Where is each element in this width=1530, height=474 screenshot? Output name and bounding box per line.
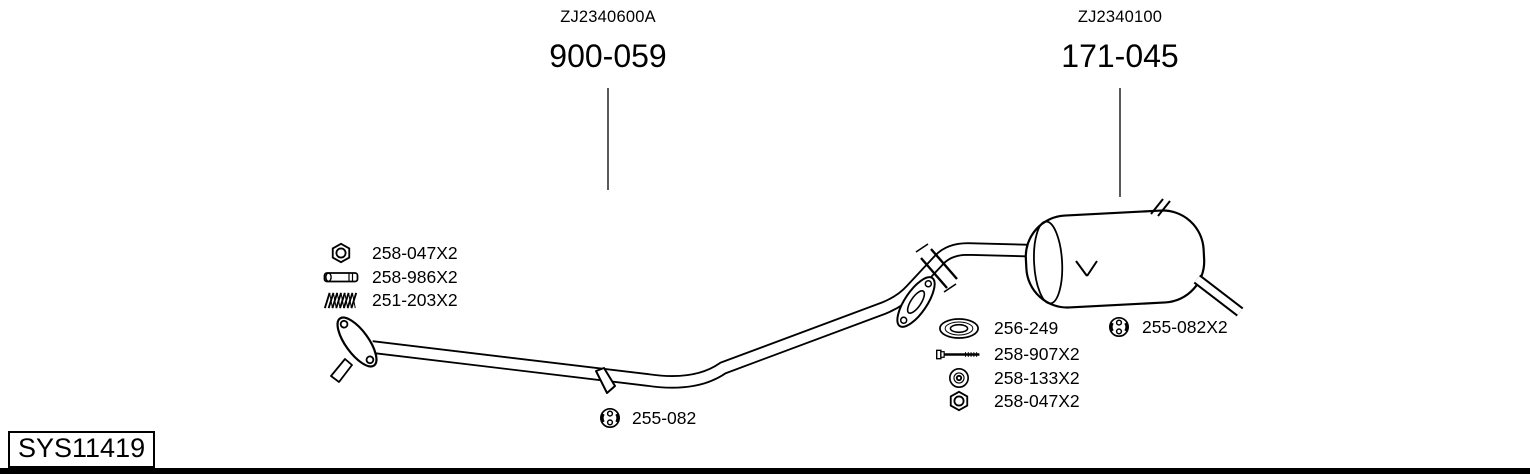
part-row-spring: 251-203X2 (318, 288, 458, 312)
assembly-rear: ZJ2340100 171-045 (1000, 8, 1240, 73)
gasket-icon (938, 317, 980, 340)
pipe-hanger-bracket (595, 367, 616, 394)
clamp-icon (1108, 316, 1130, 338)
part-number-label: 255-082X2 (1142, 316, 1228, 337)
part-number-label: 251-203X2 (372, 289, 458, 310)
assembly-front-code: ZJ2340600A (560, 8, 656, 26)
icon-box (1104, 316, 1134, 338)
part-number-label: 258-047X2 (372, 242, 458, 263)
part-number-label: 258-907X2 (994, 343, 1080, 364)
part-row-rear-hanger: 255-082X2 (1104, 315, 1228, 339)
bottom-bar (0, 468, 1530, 474)
part-row-nut-front: 258-047X2 (318, 241, 458, 265)
assembly-rear-code: ZJ2340100 (1077, 8, 1163, 26)
pin-icon (323, 269, 359, 285)
assembly-rear-number: 171-045 (1061, 38, 1179, 74)
icon-box (318, 269, 364, 285)
part-row-gasket: 256-249 (932, 316, 1058, 340)
part-row-bolt: 258-907X2 (932, 342, 1080, 366)
icon-box (932, 367, 986, 389)
icon-box (318, 242, 364, 264)
nut-icon (330, 242, 352, 264)
spring-icon (322, 290, 360, 311)
front-pipe-fill (371, 244, 1046, 387)
assembly-front-number: 900-059 (549, 38, 667, 74)
assembly-front: ZJ2340600A 900-059 (488, 8, 728, 73)
muffler (1024, 209, 1206, 309)
system-id-box: SYS11419 (8, 431, 156, 468)
part-row-center-hanger: 255-082 (596, 406, 696, 430)
joint-flange (915, 243, 958, 293)
icon-box (596, 407, 624, 429)
part-row-nut-rear: 258-047X2 (932, 389, 1080, 413)
tailpipe-fill (1194, 276, 1243, 315)
system-id: SYS11419 (18, 433, 146, 463)
front-flange (336, 316, 378, 368)
muffler-hanger-top (1150, 198, 1171, 217)
front-flange-tab (330, 358, 353, 383)
part-number-label: 256-249 (994, 317, 1059, 338)
washer-icon (948, 367, 970, 389)
part-row-washer: 258-133X2 (932, 366, 1080, 390)
bolt-icon (935, 348, 983, 361)
icon-box (318, 290, 364, 311)
part-number-label: 255-082 (632, 407, 697, 428)
clamp-icon (599, 407, 621, 429)
icon-box (932, 390, 986, 412)
icon-box (932, 348, 986, 361)
part-number-label: 258-047X2 (994, 390, 1080, 411)
nut-icon (948, 390, 970, 412)
pipe-gasket (896, 276, 936, 328)
part-row-pin: 258-986X2 (318, 265, 458, 289)
muffler-hanger-bottom (1075, 260, 1098, 277)
part-number-label: 258-986X2 (372, 266, 458, 287)
icon-box (932, 317, 986, 340)
part-number-label: 258-133X2 (994, 367, 1080, 388)
